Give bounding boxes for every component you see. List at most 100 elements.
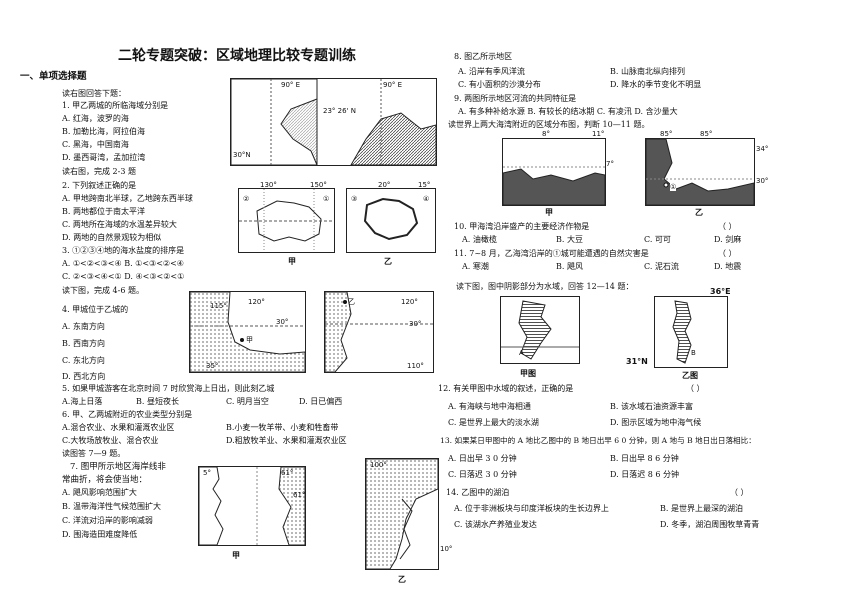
map-q2-circle-3: ③ xyxy=(351,195,358,203)
q11-paren: （ ） xyxy=(718,249,737,258)
q6-stem: 6. 甲、乙两城附近的农业类型分别是 xyxy=(62,410,193,419)
map-q4-label-120: 120° xyxy=(248,298,265,306)
section-heading: 一、单项选择题 xyxy=(20,71,87,82)
map-q10-caption-yi: 乙 xyxy=(695,207,703,217)
map-q2-label-20: 20° xyxy=(378,181,391,189)
q14-opt-d: D. 冬季，湖泊周围牧草青青 xyxy=(660,520,760,529)
q3-opts-ab: A. ①<②<③<④ B. ①<③<②<④ xyxy=(62,259,184,268)
q5-opt-b: B. 昼短夜长 xyxy=(136,397,179,406)
q7-opt-c: C. 洋流对沿岸的影响减弱 xyxy=(62,516,153,525)
map-q4-label-120b: 120° xyxy=(401,298,418,306)
q11-opt-c: C. 泥石流 xyxy=(644,262,679,271)
q2-opt-c: C. 两地所在海域的水温差异较大 xyxy=(62,220,177,229)
map-q2-caption-yi: 乙 xyxy=(384,256,392,266)
q12-stem: 12. 有关甲图中水域的叙述，正确的是 xyxy=(438,384,574,393)
q7-opt-b: B. 温带海洋性气候范围扩大 xyxy=(62,502,161,511)
map-q1-label-2: 30°N xyxy=(233,151,251,159)
map-q4-label-30b: 30° xyxy=(409,320,422,328)
map-q1-drawing xyxy=(231,79,436,165)
q13-opt-d: D. 日落迟 8 6 分钟 xyxy=(610,470,680,479)
q8-stem: 8. 图乙所示地区 xyxy=(454,52,513,61)
q8-opt-d: D. 降水的季节变化不明显 xyxy=(610,80,702,89)
map-q4-jia-drawing xyxy=(190,292,305,372)
q4-intro: 读下图，完成 4-6 题。 xyxy=(62,286,144,295)
q2-opt-b: B. 两地都位于南太平洋 xyxy=(62,207,145,216)
map-q10-label-11: 11° xyxy=(592,130,605,138)
map-q10-jia xyxy=(502,138,606,206)
q3-stem: 3. ①②③④地的海水盐度的排序是 xyxy=(62,246,185,255)
q14-opt-b: B. 是世界上最深的湖泊 xyxy=(660,504,743,513)
map-q4-label-110: 110° xyxy=(407,362,424,370)
q8-opt-a: A. 沿岸有季风洋流 xyxy=(458,67,525,76)
q13-opt-c: C. 日落迟 3 0 分钟 xyxy=(448,470,517,479)
q7-stem-2: 常曲折，将会使当地： xyxy=(62,475,148,485)
q8-opt-c: C. 有小面积的沙漠分布 xyxy=(458,80,541,89)
q7-opt-d: D. 围海造田难度降低 xyxy=(62,530,138,539)
q1-opt-c: C. 黑海，中国南海 xyxy=(62,140,129,149)
map-q12-yi: B xyxy=(654,296,728,368)
map-q8-caption-yi: 乙 xyxy=(398,574,406,584)
map-q8-yi-drawing xyxy=(366,459,438,569)
map-q10-yi-drawing xyxy=(646,139,754,205)
map-q7-label-61a: 61° xyxy=(281,469,294,477)
q14-opt-c: C. 该湖水产养殖业发达 xyxy=(454,520,537,529)
map-q4-label-35: 35° xyxy=(206,362,219,370)
map-q2-label-150: 150° xyxy=(310,181,327,189)
map-q7-caption-jia: 甲 xyxy=(232,550,240,560)
q4-opt-d: D. 西北方向 xyxy=(62,372,106,381)
map-q12-caption-jia: 甲图 xyxy=(520,368,536,378)
map-q10-label-30: 30° xyxy=(756,177,769,185)
map-q2-circle-4: ④ xyxy=(423,195,430,203)
q12-intro: 读下图，图中阴影部分为水域，回答 12—14 题： xyxy=(456,282,634,291)
map-q12-jia: A xyxy=(500,296,580,364)
q6-opt-c: C.大牧场放牧业、混合农业 xyxy=(62,436,159,445)
q1-opt-a: A. 红海，波罗的海 xyxy=(62,114,129,123)
q11-stem: 11. 7~8 月，乙海湾沿岸的①城可能遭遇的自然灾害是 xyxy=(454,249,649,258)
q1-opt-b: B. 加勒比海，阿拉伯海 xyxy=(62,127,145,136)
map-q4-city-jia: 甲 xyxy=(246,336,253,344)
map-q2-label-130: 130° xyxy=(260,181,277,189)
map-q4-label-30: 30° xyxy=(276,318,289,326)
map-q2-jia: ② ① xyxy=(238,188,335,253)
q4-opt-a: A. 东南方向 xyxy=(62,322,105,331)
q2-intro: 读右图，完成 2-3 题 xyxy=(62,167,136,176)
map-q12-point-b: B xyxy=(691,349,696,357)
map-q7-label-61b: 61° xyxy=(293,491,306,499)
q13-opt-a: A. 日出早 3 0 分钟 xyxy=(448,454,517,463)
map-q4-yi: 乙 120° 30° 110° xyxy=(324,291,434,373)
q13-opt-b: B. 日出早 8 6 分钟 xyxy=(610,454,679,463)
q10-opt-b: B. 大豆 xyxy=(556,235,583,244)
map-q10-yi: ① xyxy=(645,138,755,206)
q4-opt-c: C. 东北方向 xyxy=(62,356,105,365)
q3-opts-cd: C. ②<③<④<① D. ④<③<②<① xyxy=(62,272,185,281)
map-q10-label-80: 85° xyxy=(660,130,673,138)
q11-opt-b: B. 飓风 xyxy=(556,262,583,271)
map-q10-label-34: 34° xyxy=(756,145,769,153)
map-q1-label-3: 90° E xyxy=(383,81,403,89)
map-q10-city-1: ① xyxy=(670,183,677,191)
q4-stem: 4. 甲城位于乙城的 xyxy=(62,305,129,314)
map-q4-city-yi: 乙 xyxy=(348,298,355,306)
q10-paren: （ ） xyxy=(718,222,737,231)
q10-opt-c: C. 可可 xyxy=(644,235,671,244)
q10-stem: 10. 甲海湾沿岸盛产的主要经济作物是 xyxy=(454,222,590,231)
map-q12-yi-drawing xyxy=(672,300,692,364)
q10-opt-d: D. 剑麻 xyxy=(714,235,742,244)
q1-intro: 读右图回答下题： xyxy=(62,89,126,98)
map-q10-label-7: 7° xyxy=(606,160,614,168)
map-q10-caption-jia: 甲 xyxy=(545,207,553,217)
q11-opt-a: A. 寒潮 xyxy=(462,262,489,271)
map-q10-label-8: 8° xyxy=(542,130,550,138)
map-q12-label-36e: 36°E xyxy=(710,287,731,296)
map-q4-jia: 115° 120° 30° 35° 甲 xyxy=(189,291,306,373)
map-q2-label-15: 15° xyxy=(418,181,431,189)
q7-intro: 读图答 7—9 题。 xyxy=(62,449,126,458)
q12-opt-c: C. 是世界上最大的淡水湖 xyxy=(448,418,539,427)
q5-opt-a: A.海上日落 xyxy=(62,397,103,406)
q6-opt-b: B.小麦一牧羊带、小麦和牲畜带 xyxy=(226,423,339,432)
map-q12-point-a: A xyxy=(519,349,524,357)
q2-stem: 2. 下列叙述正确的是 xyxy=(62,181,137,190)
q6-opt-a: A.混合农业、水果和灌溉农业区 xyxy=(62,423,175,432)
map-q10-jia-drawing xyxy=(503,166,605,205)
map-q8-label-100: 100° xyxy=(370,461,387,469)
